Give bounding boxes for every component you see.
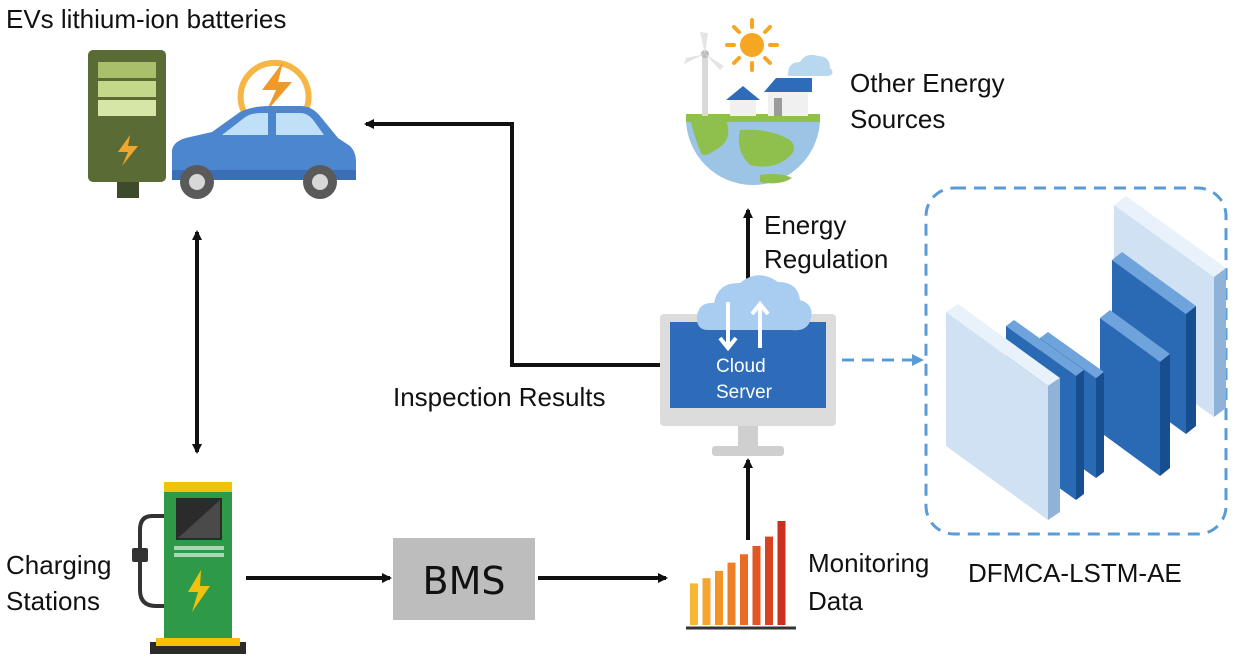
charging-station-icon — [132, 482, 246, 654]
monitoring-data-label-line1: Monitoring — [808, 548, 930, 578]
energy-regulation-label-line1: Energy — [764, 210, 847, 240]
monitoring-data-label-line2: Data — [808, 586, 863, 616]
bar-chart-icon — [690, 521, 786, 625]
ev-batteries-label: EVs lithium-ion batteries — [6, 4, 287, 34]
monitoring-bar — [702, 578, 711, 625]
lightning-icon — [237, 59, 312, 121]
inspection-results-arrow — [364, 119, 660, 367]
monitoring-bar — [765, 536, 773, 625]
monitoring-bar — [777, 521, 786, 625]
other-energy-label-line2: Sources — [850, 104, 946, 134]
model-dashed-box — [924, 186, 1228, 536]
monitoring-bar — [690, 583, 698, 625]
cloud-label-line1: Cloud — [716, 356, 766, 377]
bms-box — [393, 538, 535, 620]
monitoring-bar — [715, 570, 723, 625]
car-icon — [172, 106, 356, 199]
neural-network-icon — [946, 196, 1226, 520]
charging-stations-label-line1: Charging — [6, 550, 112, 580]
monitoring-bar — [740, 554, 748, 625]
charging-stations-label-line2: Stations — [6, 586, 100, 616]
inspection-results-label: Inspection Results — [393, 382, 606, 412]
monitor-icon — [660, 314, 836, 456]
earth-energy-icon — [684, 18, 833, 185]
battery-icon — [88, 50, 166, 198]
energy-regulation-label-line2: Regulation — [764, 244, 889, 274]
cloud-icon — [696, 275, 812, 352]
other-energy-label-line1: Other Energy — [850, 68, 1005, 98]
monitoring-bar — [752, 545, 761, 625]
model-name-label: DFMCA-LSTM-AE — [968, 558, 1182, 588]
monitoring-bar — [727, 562, 736, 625]
cloud-label-line2: Server — [716, 382, 773, 403]
bms-label: BMS — [423, 559, 506, 603]
